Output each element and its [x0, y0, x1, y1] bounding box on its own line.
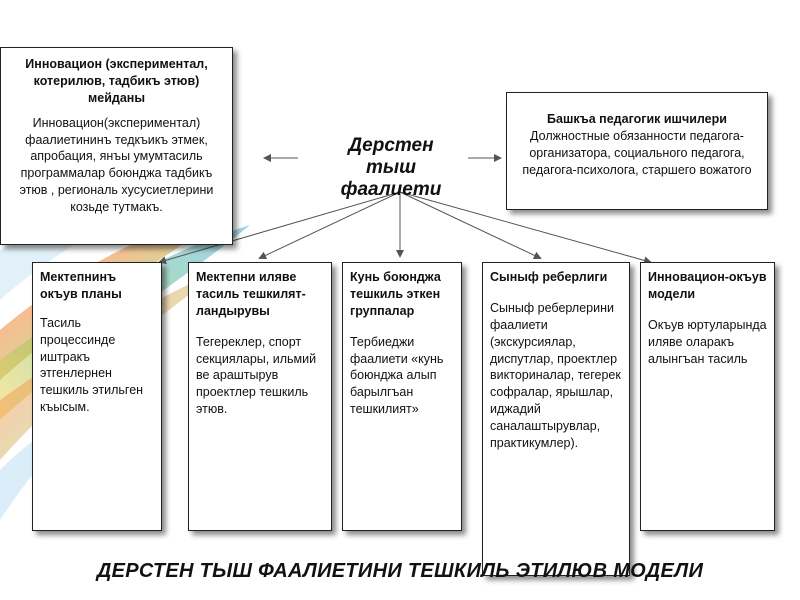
class-management-box: Сыныф реберлиги Сыныф реберлерини фаалие… [482, 262, 630, 576]
diagram-title: ДЕРСТЕН ТЫШ ФААЛИЕТИНИ ТЕШКИЛЬ ЭТИЛЮВ МО… [0, 560, 800, 583]
box-title: Кунь боюнджа тешкиль эткен группалар [350, 269, 454, 320]
center-label-line: тыш [316, 157, 466, 179]
other-staff-title: Башкъа педагогик ишчилери [515, 111, 759, 128]
curriculum-box: Мектепнинъ окъув планы Тасиль процессинд… [32, 262, 162, 531]
box-text: Окъув юртуларында иляве оларакъ алынгъан… [648, 317, 767, 368]
center-label-line: Дерстен [316, 135, 466, 157]
box-title: Мектепни иляве тасиль тешкилят-ландырувы [196, 269, 324, 320]
day-groups-box: Кунь боюнджа тешкиль эткен группалар Тер… [342, 262, 462, 531]
innovation-field-box: Инновацион (экспериментал, котерилюв, та… [0, 47, 233, 245]
box-text: Тегереклер, спорт секциялары, ильмий ве … [196, 334, 324, 418]
innovation-field-title: Инновацион (экспериментал, котерилюв, та… [7, 56, 226, 107]
box-text: Сыныф реберлерини фаалиети (экскурсиялар… [490, 300, 622, 452]
box-text: Тасиль процессинде иштракъ этгенлернен т… [40, 315, 154, 416]
other-staff-text: Должностные обязанности педагога-организ… [515, 128, 759, 179]
other-staff-box: Башкъа педагогик ишчилери Должностные об… [506, 92, 768, 210]
box-title: Сыныф реберлиги [490, 269, 622, 286]
box-text: Тербиеджи фаалиети «кунь боюнджа алып ба… [350, 334, 454, 418]
center-label: Дерстен тыш фаалиети [316, 135, 466, 201]
arrow-to-box-2 [260, 192, 400, 258]
box-title: Инновацион-окъув модели [648, 269, 767, 303]
box-title: Мектепнинъ окъув планы [40, 269, 154, 303]
innovation-field-text: Инновацион(экспериментал) фаалиетининъ т… [7, 115, 226, 216]
center-label-line: фаалиети [316, 179, 466, 201]
innovation-model-box: Инновацион-окъув модели Окъув юртуларынд… [640, 262, 775, 531]
extra-education-box: Мектепни иляве тасиль тешкилят-ландырувы… [188, 262, 332, 531]
